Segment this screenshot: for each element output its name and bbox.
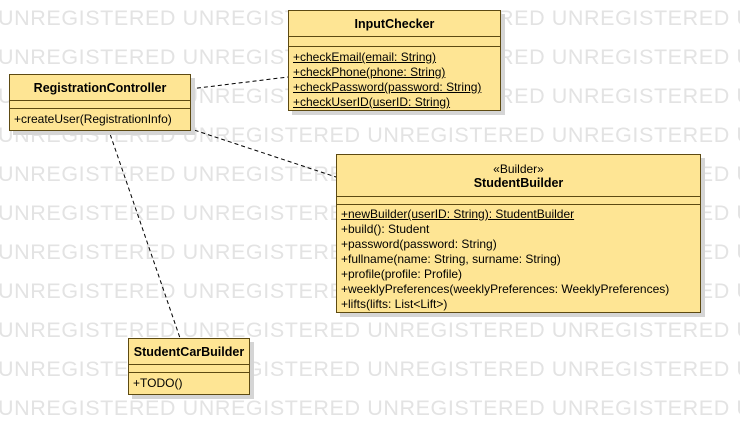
operations-compartment: +newBuilder(userID: String): StudentBuil…: [337, 205, 700, 312]
class-name: RegistrationController: [33, 80, 167, 95]
operation: +checkPhone(phone: String): [293, 65, 446, 79]
operation: +createUser(RegistrationInfo): [14, 112, 172, 126]
operation: +lifts(lifts: List<Lift>): [341, 297, 448, 311]
operation: +checkEmail(email: String): [293, 50, 437, 64]
class-name: InputChecker: [354, 16, 435, 31]
class-student-builder[interactable]: «Builder» StudentBuilder +newBuilder(use…: [336, 154, 701, 313]
class-input-checker[interactable]: InputChecker +checkEmail(email: String) …: [288, 10, 501, 111]
operations-compartment: +checkEmail(email: String) +checkPhone(p…: [289, 47, 500, 110]
attributes-compartment: [289, 37, 500, 47]
class-name-compartment: InputChecker: [289, 11, 500, 37]
operation: +newBuilder(userID: String): StudentBuil…: [341, 207, 575, 221]
operation: +checkPassword(password: String): [293, 80, 482, 94]
operation: +fullname(name: String, surname: String): [341, 252, 561, 266]
operation: +TODO(): [133, 376, 183, 390]
operation: +password(password: String): [341, 237, 497, 251]
class-stereotype: «Builder»: [493, 161, 544, 176]
class-name-compartment: «Builder» StudentBuilder: [337, 155, 700, 197]
class-name-compartment: RegistrationController: [10, 75, 190, 101]
class-name: StudentBuilder: [473, 175, 564, 190]
dependency-controller-studentbuilder: [187, 127, 337, 178]
class-student-car-builder[interactable]: StudentCarBuilder +TODO(): [128, 338, 250, 395]
class-registration-controller[interactable]: RegistrationController +createUser(Regis…: [9, 74, 191, 131]
attributes-compartment: [337, 197, 700, 205]
attributes-compartment: [129, 365, 249, 373]
class-name: StudentCarBuilder: [133, 344, 245, 359]
operation: +checkUserID(userID: String): [293, 95, 451, 109]
operations-compartment: +TODO(): [129, 373, 249, 391]
operations-compartment: +createUser(RegistrationInfo): [10, 109, 190, 127]
dependency-controller-studentcarbuilder: [107, 127, 181, 339]
operation: +weeklyPreferences(weeklyPreferences: We…: [341, 282, 670, 296]
dependency-controller-inputchecker: [189, 76, 289, 90]
class-name-compartment: StudentCarBuilder: [129, 339, 249, 365]
attributes-compartment: [10, 101, 190, 109]
operation: +profile(profile: Profile): [341, 267, 463, 281]
operation: +build(): Student: [341, 222, 430, 236]
